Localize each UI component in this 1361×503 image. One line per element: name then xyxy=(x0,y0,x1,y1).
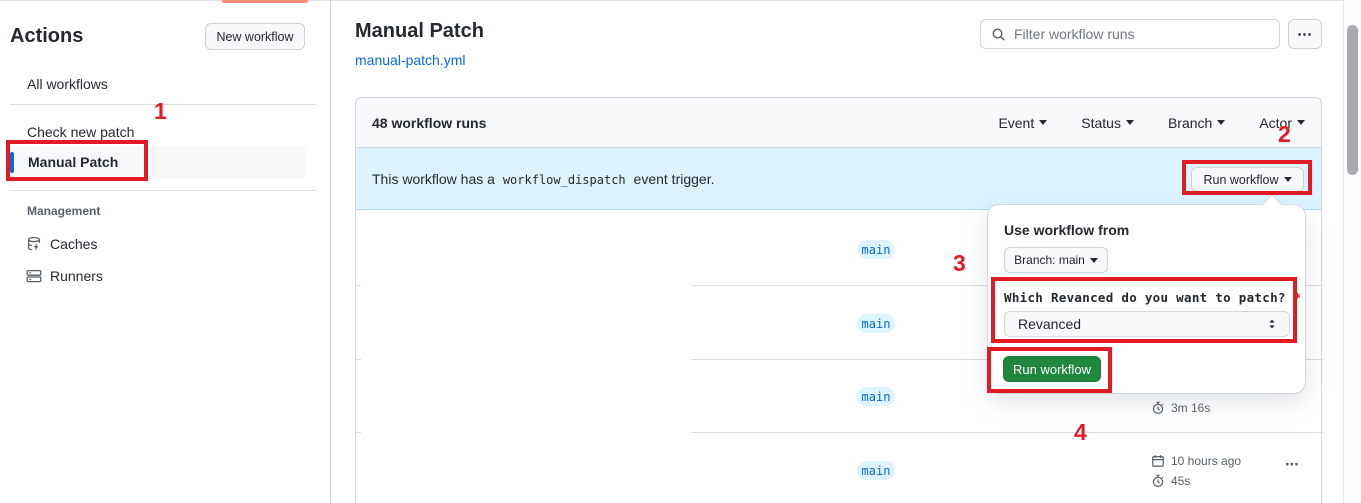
branch-filter-dropdown[interactable]: Branch xyxy=(1167,114,1226,131)
run-duration: 3m 16s xyxy=(1151,401,1210,415)
status-filter-dropdown[interactable]: Status xyxy=(1081,115,1134,131)
sidebar-item-label: Runners xyxy=(50,268,103,284)
banner-text: This workflow has a workflow_dispatch ev… xyxy=(372,171,714,187)
runs-list-header: 48 workflow runs Event Status Branch Act… xyxy=(356,98,1321,148)
server-icon xyxy=(26,268,42,284)
run-time: 10 hours ago xyxy=(1151,454,1241,468)
actor-filter-dropdown[interactable]: Actor xyxy=(1259,115,1305,131)
filter-label: Branch xyxy=(1167,114,1213,131)
branch-badge[interactable]: main xyxy=(857,314,895,333)
management-section-heading: Management xyxy=(27,204,101,218)
run-workflow-submit-button[interactable]: Run workflow xyxy=(1003,356,1101,382)
select-value: Revanced xyxy=(1018,316,1082,332)
branch-badge[interactable]: main xyxy=(857,387,895,406)
chevron-down-icon xyxy=(1217,120,1226,125)
run-duration: 45s xyxy=(1151,474,1190,488)
banner-text-before: This workflow has a xyxy=(372,170,499,187)
use-workflow-from-heading: Use workflow from xyxy=(1004,222,1130,238)
revanced-select[interactable]: Revanced xyxy=(1004,311,1290,337)
filter-label: Status xyxy=(1081,114,1121,131)
banner-text-after: event trigger. xyxy=(629,170,715,187)
annotation-number-3: 3 xyxy=(953,250,966,276)
calendar-icon xyxy=(1151,454,1165,468)
filter-label: Actor xyxy=(1259,114,1292,131)
input-label-text: Which Revanced do you want to patch? xyxy=(1004,290,1286,305)
stopwatch-icon xyxy=(1151,401,1165,415)
scrollbar-track[interactable] xyxy=(1343,0,1361,503)
stopwatch-icon xyxy=(1151,474,1165,488)
branch-badge[interactable]: main xyxy=(857,461,895,480)
annotation-number-1: 1 xyxy=(154,98,167,124)
event-filter-dropdown[interactable]: Event xyxy=(998,114,1048,131)
run-row-kebab-button[interactable]: ⋯ xyxy=(1285,456,1300,472)
workflow-dispatch-banner: This workflow has a workflow_dispatch ev… xyxy=(356,148,1321,210)
runs-filters: Event Status Branch Actor xyxy=(998,115,1305,131)
branch-selector-button[interactable]: Branch: main xyxy=(1004,247,1108,273)
search-icon xyxy=(991,27,1006,42)
filter-label: Event xyxy=(998,114,1035,131)
row-divider xyxy=(356,359,361,360)
time-text: 10 hours ago xyxy=(1171,454,1242,468)
page-title: Manual Patch xyxy=(355,20,484,42)
sidebar-divider-line xyxy=(10,104,316,105)
sidebar-item-caches[interactable]: Caches xyxy=(26,236,97,252)
run-workflow-popover: Use workflow from Branch: main Which Rev… xyxy=(987,194,1306,394)
scrollbar-thumb[interactable] xyxy=(1347,25,1358,175)
sidebar-divider xyxy=(330,0,331,503)
row-divider xyxy=(356,285,361,286)
annotation-number-2: 2 xyxy=(1278,121,1291,147)
sidebar-item-label: Manual Patch xyxy=(28,154,119,170)
workflow-file-link[interactable]: manual-patch.yml xyxy=(355,52,466,68)
actions-tab-underline-indicator xyxy=(222,0,308,3)
cache-icon xyxy=(26,236,42,252)
row-divider xyxy=(356,432,361,433)
run-workflow-dropdown-button[interactable]: Run workflow xyxy=(1191,167,1304,192)
duration-text: 3m 16s xyxy=(1171,401,1211,415)
button-label: Run workflow xyxy=(1203,172,1279,187)
duration-text: 45s xyxy=(1171,474,1191,488)
chevron-down-icon xyxy=(1283,177,1292,182)
top-divider xyxy=(0,0,1361,1)
filter-workflow-runs-input[interactable] xyxy=(1014,26,1269,42)
chevron-down-icon xyxy=(1297,120,1305,125)
sidebar-item-manual-patch[interactable]: Manual Patch xyxy=(10,146,306,179)
row-divider xyxy=(691,432,1323,433)
annotation-number-4: 4 xyxy=(1074,419,1087,445)
new-workflow-button[interactable]: New workflow xyxy=(205,23,305,50)
sidebar-item-label: Caches xyxy=(50,236,98,252)
sidebar-divider-line xyxy=(10,190,316,191)
chevron-down-icon xyxy=(1125,120,1134,125)
chevron-down-icon xyxy=(1089,257,1098,263)
selected-accent-bar xyxy=(10,152,14,173)
workflow-input-label: Which Revanced do you want to patch? * xyxy=(1004,290,1301,305)
sidebar-title: Actions xyxy=(10,25,84,47)
page-kebab-button[interactable]: ⋯ xyxy=(1288,19,1322,49)
chevron-down-icon xyxy=(1039,120,1048,125)
workflow-runs-count: 48 workflow runs xyxy=(372,114,487,131)
sidebar-item-runners[interactable]: Runners xyxy=(26,268,103,284)
filter-workflow-runs-box xyxy=(980,19,1280,49)
required-asterisk: * xyxy=(1293,290,1302,305)
branch-badge[interactable]: main xyxy=(857,240,895,259)
sidebar-item-check-new-patch[interactable]: Check new patch xyxy=(27,124,135,140)
up-down-arrows-icon xyxy=(1265,317,1279,331)
workflow-dispatch-code: workflow_dispatch xyxy=(502,172,626,187)
sidebar-item-all-workflows[interactable]: All workflows xyxy=(27,76,108,92)
button-label: Branch: main xyxy=(1014,253,1085,267)
